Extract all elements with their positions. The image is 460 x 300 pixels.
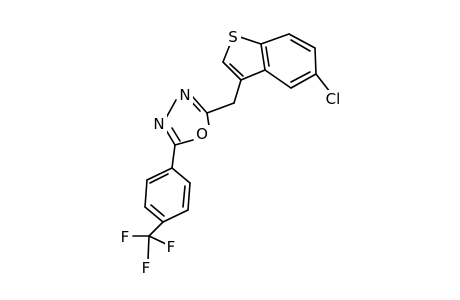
bond-c2-c3 — [222, 61, 242, 81]
fluorine-1-label: F — [121, 228, 130, 246]
bond-ph-c1-c2-inner — [149, 173, 169, 184]
bond-c7-c6-inner — [290, 39, 311, 52]
bonds — [132, 33, 331, 261]
bond-ph-c2-c3 — [144, 179, 148, 208]
bond-ph-c3-c4-inner — [150, 204, 165, 217]
chlorine-label-bg — [322, 90, 344, 108]
oxadiazole-n4-label: N — [153, 115, 164, 133]
oxadiazole-n4-label-bg — [152, 115, 167, 133]
bond-c3a-c7a — [260, 43, 266, 71]
bond-ph-c1-c2 — [146, 167, 173, 181]
fluorine-2-label: F — [167, 238, 176, 256]
bond-c2-c3-inner — [229, 63, 244, 77]
bond-c7a-c7 — [260, 33, 290, 45]
fluorine-2-label-bg — [165, 238, 178, 256]
oxadiazole-n3-label-bg — [178, 86, 193, 104]
bond-c7a-s — [239, 36, 262, 45]
bond-ph-c5-c6-inner — [182, 185, 186, 208]
bond-c3-c3a — [240, 69, 266, 81]
bond-n4-c5 — [165, 129, 176, 146]
bond-c7-c6 — [288, 33, 316, 49]
bond-c2-n3 — [191, 95, 208, 114]
fluorine-3-label-bg — [140, 259, 153, 277]
bond-ch2-oxadiazole — [206, 102, 235, 114]
oxadiazole-n3-label: N — [179, 86, 190, 104]
sulfur-label-bg — [225, 28, 241, 46]
atom-labels: S Cl N N O F F F — [119, 28, 344, 277]
oxadiazole-o-label-bg — [195, 125, 210, 143]
bond-n3-n4 — [165, 99, 177, 119]
bond-oxadiazole-phenyl — [171, 144, 176, 169]
bond-n4-c5-inner — [171, 127, 181, 142]
fluorine-1-label-bg — [119, 228, 132, 246]
bond-ph-cf3 — [148, 221, 164, 237]
bond-c6-c5 — [314, 47, 317, 75]
bond-ph-c5-c6 — [187, 182, 191, 211]
sulfur-label: S — [228, 28, 238, 46]
bond-c5-c4 — [290, 73, 317, 89]
bond-c3-ch2 — [233, 79, 242, 104]
bond-ph-c6-c1 — [171, 167, 191, 184]
bond-c5-o — [174, 139, 194, 146]
fluorine-3-label: F — [142, 259, 151, 277]
bond-ph-c3-c4 — [144, 206, 164, 223]
bond-c5-c4-inner — [290, 71, 311, 83]
chlorine-label: Cl — [326, 90, 341, 108]
bond-c5-cl — [315, 73, 331, 93]
bond-c3a-c7a-inner — [265, 46, 270, 67]
bond-c-f3 — [147, 235, 150, 261]
bond-o-c2 — [206, 112, 210, 127]
bond-c4-c3a — [264, 69, 292, 89]
bond-c-f2 — [148, 235, 167, 245]
bond-ph-c4-c5 — [162, 209, 189, 223]
oxadiazole-o-label: O — [196, 125, 208, 143]
